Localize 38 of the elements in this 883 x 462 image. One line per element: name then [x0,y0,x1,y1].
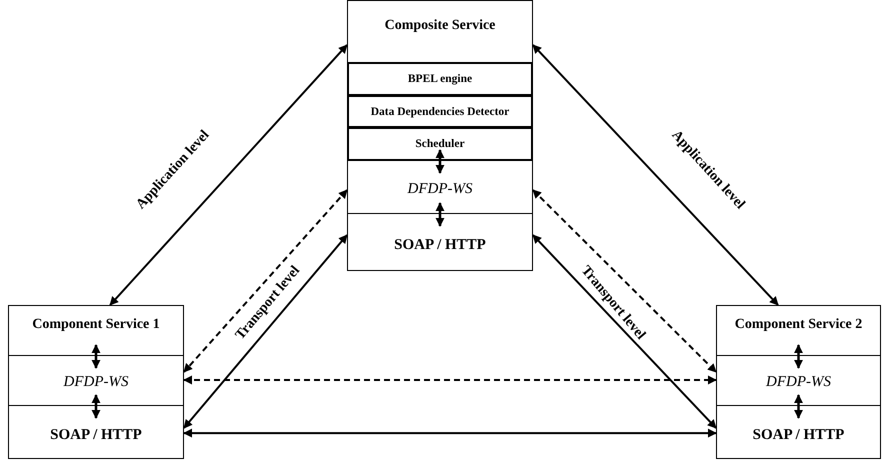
layer-label: BPEL engine [408,73,472,85]
dashed-arrow [183,376,717,384]
layer-label: Composite Service [384,18,496,34]
layer-box [8,405,184,459]
layer-box [8,305,184,356]
arrow [183,234,348,429]
layer-box [716,355,881,406]
arrow [436,149,444,174]
layer-label: Scheduler [415,138,465,150]
layer-box [347,127,533,161]
arrow [794,344,803,369]
layer-label: DFDP-WS [64,374,128,391]
layer-box [347,0,533,63]
layer-label: Data Dependencies Detector [370,106,510,118]
layer-box [8,355,184,406]
layer-box [716,405,881,459]
layer-box [347,95,533,128]
layer-label: DFDP-WS [766,374,831,391]
arrow [794,394,803,419]
arrow [436,202,444,227]
layer-box [716,305,881,356]
layer-label: Component Service 1 [32,316,160,332]
arrow [532,234,717,429]
layer-box [347,62,533,96]
layer-box [347,160,533,214]
arrow [183,428,717,438]
layer-label: SOAP / HTTP [50,426,142,444]
arrow [92,394,100,419]
layer-label: DFDP-WS [408,180,472,198]
layer-label: SOAP / HTTP [394,236,486,254]
layer-box [347,213,533,271]
dashed-arrow [183,189,348,373]
arrow [109,44,348,306]
arrow [92,344,100,369]
layer-label: Component Service 2 [734,316,862,332]
arrow [532,44,779,306]
dashed-arrow [532,189,717,373]
layer-label: SOAP / HTTP [752,426,844,444]
